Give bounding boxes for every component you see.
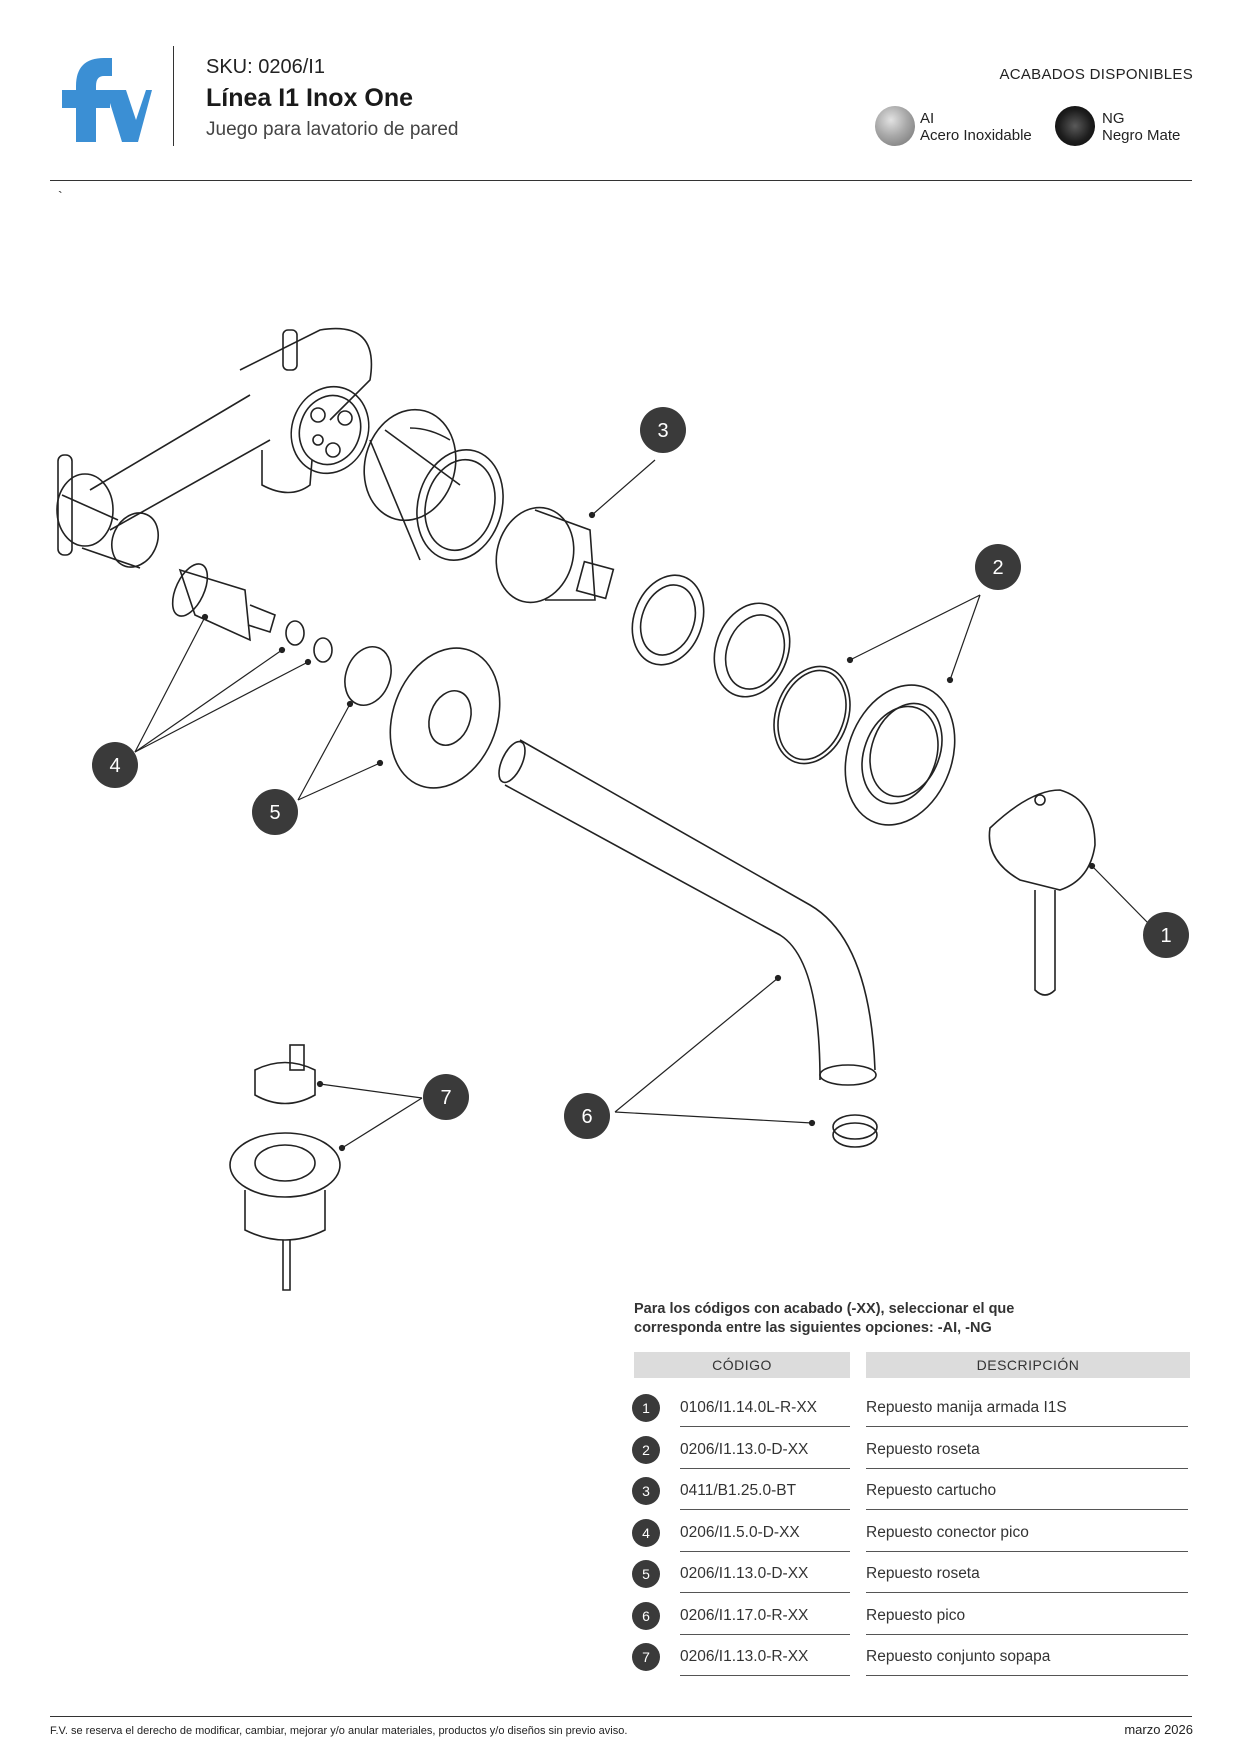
row-description: Repuesto pico — [866, 1606, 966, 1624]
sku-label: SKU: 0206/I1 — [206, 56, 325, 78]
row-number: 4 — [632, 1518, 660, 1547]
row-number: 2 — [632, 1435, 660, 1464]
callout-2-label: 2 — [992, 557, 1003, 579]
callout-7: 7 — [423, 1074, 469, 1120]
finish-code: AI — [920, 110, 935, 127]
footer-rule — [50, 1716, 1192, 1717]
finish-name: Negro Mate — [1102, 127, 1181, 144]
spout-drawing — [498, 739, 878, 1148]
finish-name: Acero Inoxidable — [920, 127, 1032, 144]
row-description: Repuesto conector pico — [866, 1523, 1029, 1541]
callout-5-label: 5 — [269, 802, 280, 824]
leader-lines — [134, 459, 1149, 1152]
row-code: 0106/I1.14.0L-R-XX — [680, 1399, 818, 1416]
header-divider — [173, 46, 174, 146]
finish-black: NG Negro Mate — [1102, 110, 1180, 144]
header-rule — [50, 180, 1192, 181]
table-header-code: CÓDIGO — [634, 1352, 850, 1378]
row-code: 0206/I1.13.0-R-XX — [680, 1648, 809, 1665]
drain-drawing — [229, 1044, 341, 1291]
row-description: Repuesto manija armada I1S — [866, 1399, 1067, 1416]
product-title: Línea I1 Inox One — [206, 84, 413, 112]
nut-drawing — [631, 574, 791, 698]
callout-4-label: 4 — [109, 755, 120, 777]
callout-5: 5 — [252, 789, 298, 835]
finish-swatch-steel — [875, 106, 915, 146]
valve-body-drawing — [56, 327, 373, 569]
table-row: 4 0206/I1.5.0-D-XX Repuesto conector pic… — [632, 1510, 1190, 1552]
row-code: 0206/I1.13.0-D-XX — [680, 1565, 809, 1582]
table-row: 3 0411/B1.25.0-BT Repuesto cartucho — [632, 1468, 1190, 1510]
finishes-title: ACABADOS DISPONIBLES — [999, 66, 1193, 83]
callout-3: 3 — [640, 407, 686, 453]
callout-2: 2 — [975, 544, 1021, 590]
fv-logo — [62, 58, 152, 142]
cartridge-drawing — [495, 506, 615, 604]
row-number: 3 — [632, 1477, 660, 1505]
callout-7-label: 7 — [440, 1087, 451, 1109]
finish-note: Para los códigos con acabado (-XX), sele… — [634, 1301, 1015, 1336]
row-description: Repuesto roseta — [866, 1565, 980, 1582]
footer-disclaimer: F.V. se reserva el derecho de modificar,… — [50, 1725, 628, 1737]
finish-code: NG — [1102, 110, 1125, 127]
handle-drawing — [988, 789, 1096, 996]
callout-6: 6 — [564, 1093, 610, 1139]
row-code: 0411/B1.25.0-BT — [680, 1482, 797, 1499]
table-row: 1 0106/I1.14.0L-R-XX Repuesto manija arm… — [632, 1385, 1190, 1427]
row-number: 1 — [632, 1394, 660, 1422]
callout-4: 4 — [92, 742, 138, 788]
table-header-description: DESCRIPCIÓN — [866, 1352, 1190, 1378]
rosette-5-drawing — [389, 647, 501, 789]
row-number: 6 — [632, 1601, 660, 1630]
tick-mark: ` — [58, 188, 63, 204]
row-code: 0206/I1.13.0-D-XX — [680, 1440, 809, 1458]
exploded-diagram — [56, 327, 1149, 1291]
table-row: 7 0206/I1.13.0-R-XX Repuesto conjunto so… — [632, 1634, 1190, 1676]
callout-3-label: 3 — [657, 420, 668, 442]
row-number: 7 — [632, 1643, 660, 1671]
row-description: Repuesto cartucho — [866, 1482, 997, 1499]
finish-swatch-black — [1055, 106, 1095, 146]
table-row: 6 0206/I1.17.0-R-XX Repuesto pico — [632, 1593, 1190, 1635]
rosette-2-drawing — [844, 684, 956, 826]
footer-date: marzo 2026 — [1124, 1722, 1193, 1737]
table-row: 2 0206/I1.13.0-D-XX Repuesto roseta — [632, 1427, 1190, 1469]
callout-1: 1 — [1143, 912, 1189, 958]
connector-drawing — [171, 563, 333, 663]
row-number: 5 — [632, 1560, 660, 1588]
row-code: 0206/I1.17.0-R-XX — [680, 1606, 809, 1624]
callout-1-label: 1 — [1160, 925, 1171, 947]
row-description: Repuesto roseta — [866, 1440, 980, 1458]
sleeve-drawing — [363, 408, 504, 561]
row-code: 0206/I1.5.0-D-XX — [680, 1523, 800, 1541]
table-row: 5 0206/I1.13.0-D-XX Repuesto roseta — [632, 1551, 1190, 1593]
finish-steel: AI Acero Inoxidable — [920, 110, 1032, 144]
product-subtitle: Juego para lavatorio de pared — [206, 119, 459, 140]
callout-6-label: 6 — [581, 1106, 592, 1128]
row-description: Repuesto conjunto sopapa — [866, 1648, 1051, 1665]
